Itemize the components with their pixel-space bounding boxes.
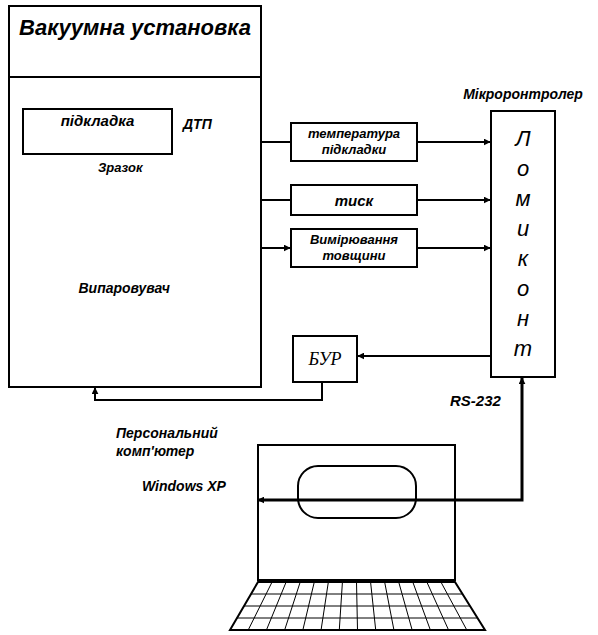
node-text: Вимірювання товщини [292, 232, 416, 264]
connector-arrow [418, 199, 490, 201]
edge-label: RS-232 [448, 392, 503, 409]
node-text: тиск [292, 192, 416, 209]
control-unit-box: БУР [292, 335, 358, 383]
connector-arrow [358, 355, 490, 357]
process-box: температура підкладки [290, 122, 418, 162]
connector-arrow [418, 247, 490, 249]
node-text: БУР [294, 349, 356, 370]
keyboard-keys [237, 582, 478, 630]
node-text: Персональний комп'ютер [116, 424, 256, 460]
node-text: Windows XP [142, 478, 226, 494]
node-text: температура підкладки [292, 126, 416, 158]
node-text: Ломиконт [512, 124, 534, 364]
computer: Персональний комп'ютерWindows XP [112, 418, 258, 580]
part-label: Зразок [96, 160, 145, 175]
screen [298, 466, 416, 518]
evaporator: Випаровувач [30, 280, 170, 380]
process-box: тиск [290, 184, 418, 216]
keyboard [230, 582, 485, 630]
connector-arrow [258, 378, 522, 500]
node-text: Вакуумна установка [10, 7, 260, 78]
edge-label: ДТП [181, 116, 214, 132]
node-text: Випаровувач [79, 280, 171, 296]
controller-box: МікроронтролерЛомиконт [490, 110, 556, 378]
connector-arrow [418, 141, 490, 143]
node-text: підкладка [24, 112, 171, 129]
controller-heading: Мікроронтролер [463, 86, 583, 102]
process-box: Вимірювання товщини [290, 228, 418, 268]
substrate-box: підкладка [22, 108, 173, 155]
vacuum-chamber: Вакуумна установка підкладкаВипаровувач [8, 5, 262, 388]
monitor [258, 445, 455, 580]
